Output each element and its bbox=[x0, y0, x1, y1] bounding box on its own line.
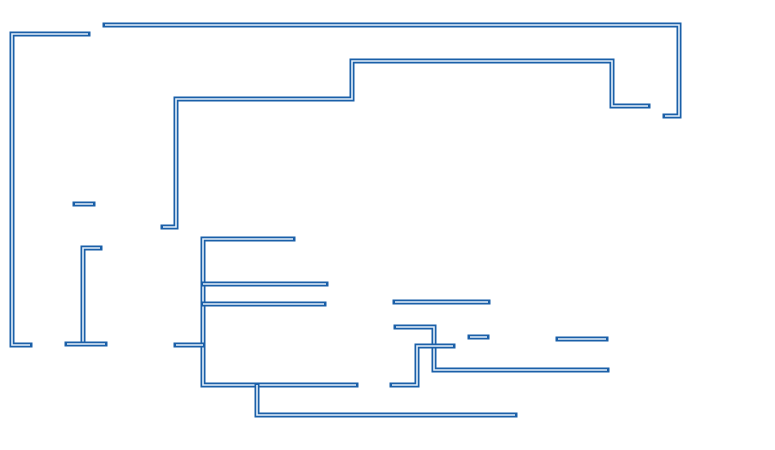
pipe-lower-drop-highlight bbox=[256, 385, 515, 416]
pipe-lower-drop bbox=[254, 382, 518, 418]
pipe-top-loop-highlight bbox=[105, 24, 680, 117]
pipe-top-loop bbox=[102, 22, 682, 119]
pipe-right-zigzag bbox=[389, 343, 456, 388]
pipe-right-zigzag-highlight bbox=[392, 345, 453, 386]
pipe-left-riser-highlight bbox=[82, 247, 100, 344]
pipe-stepped-main-highlight bbox=[163, 60, 648, 228]
pipe-left-riser bbox=[80, 245, 103, 347]
pipe-manifold-trunk-highlight bbox=[202, 238, 356, 386]
pipe-manifold-trunk bbox=[200, 236, 359, 388]
pipe-left-frame-highlight bbox=[11, 33, 88, 346]
pipe-stepped-main bbox=[160, 58, 651, 230]
pipe-left-frame bbox=[9, 31, 91, 348]
